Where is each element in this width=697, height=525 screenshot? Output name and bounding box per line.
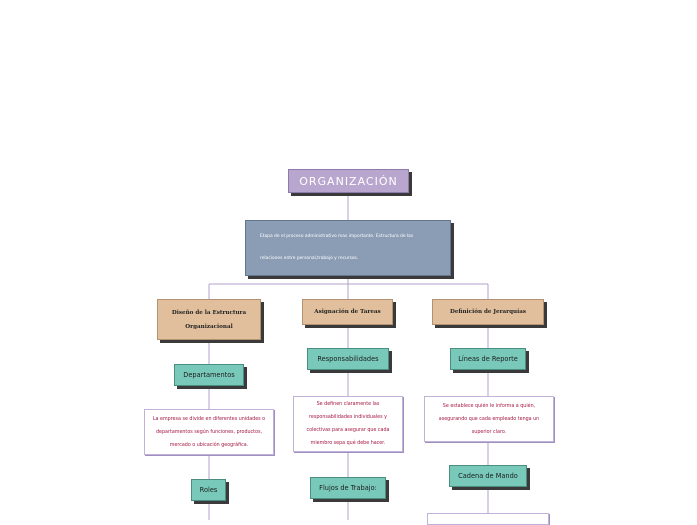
leaf-departamentos-description[interactable]: La empresa se divide en diferentes unida… — [144, 409, 274, 455]
subtopic-departamentos[interactable]: Departamentos — [174, 364, 244, 386]
root-node[interactable]: ORGANIZACIÓN — [288, 169, 409, 193]
subtopic-lineas-reporte[interactable]: Líneas de Reporte — [450, 348, 526, 370]
leaf-responsabilidades-description[interactable]: Se definen claramente las responsabilida… — [293, 396, 403, 452]
leaf-cadena-mando-partial[interactable] — [427, 513, 549, 525]
subtopic-roles[interactable]: Roles — [191, 479, 226, 501]
branch-definicion-jerarquias[interactable]: Definición de Jerarquías — [432, 299, 544, 325]
description-node[interactable]: Etapa de el proceso administrativo mas i… — [245, 220, 451, 276]
subtopic-cadena-mando[interactable]: Cadena de Mando — [449, 465, 527, 487]
branch-asignacion-tareas[interactable]: Asignación de Tareas — [302, 299, 393, 325]
branch-diseno-estructura[interactable]: Diseño de la Estructura Organizacional — [157, 299, 261, 340]
leaf-lineas-reporte-description[interactable]: Se establece quién le informa a quién, a… — [424, 396, 554, 442]
subtopic-flujos-trabajo[interactable]: Flujos de Trabajo: — [310, 477, 386, 499]
subtopic-responsabilidades[interactable]: Responsabilidades — [307, 348, 389, 370]
